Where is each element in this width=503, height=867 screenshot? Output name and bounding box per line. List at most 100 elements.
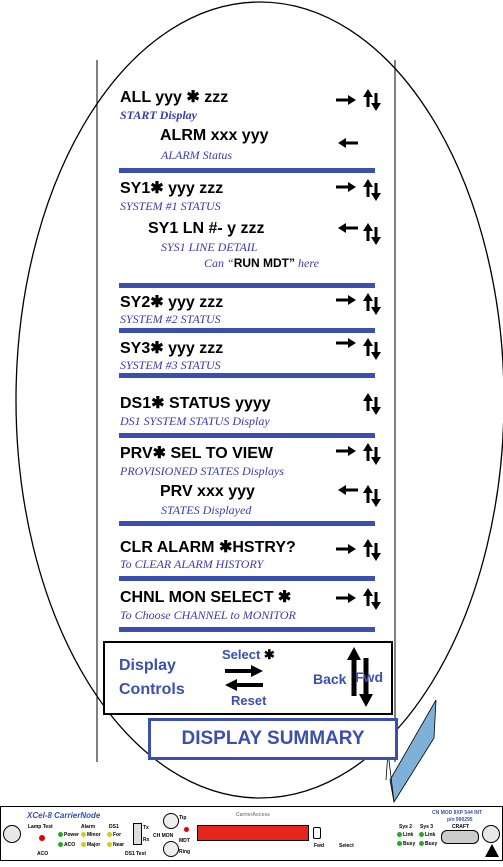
led-display — [197, 825, 309, 841]
row-all-subtitle: START Display — [120, 108, 198, 122]
tip-jack[interactable] — [163, 813, 179, 829]
far-led — [107, 832, 112, 837]
lamp-test-button[interactable] — [39, 835, 45, 841]
ds1-label: DS1 — [109, 824, 119, 830]
sys2-link-label: Link — [403, 832, 414, 838]
reset-label: Reset — [231, 693, 267, 708]
up-down-icon — [361, 391, 383, 417]
up-down-icon — [361, 586, 383, 612]
craft-port[interactable] — [441, 830, 479, 844]
up-down-icon — [361, 177, 383, 203]
separator — [119, 576, 375, 581]
row-sy3-subtitle: SYSTEM #3 STATUS — [120, 358, 221, 372]
alarm-label: Alarm — [81, 824, 96, 830]
row-sy2-subtitle: SYSTEM #2 STATUS — [120, 312, 221, 326]
ring-label: Ring — [179, 849, 191, 855]
tx-label: Tx — [143, 825, 149, 831]
ds1-test-switch[interactable] — [133, 823, 142, 845]
rx-label: Rx — [143, 837, 150, 843]
row-sy1-line-subtitle: SYS1 LINE DETAIL — [161, 240, 258, 254]
aco-led — [58, 842, 63, 847]
right-arrow-icon — [334, 293, 358, 307]
separator — [119, 521, 375, 526]
card-faceplate: XCel-8 CarrierNode Lamp Test ACO Power A… — [0, 806, 503, 861]
card-title: XCel-8 CarrierNode — [27, 811, 101, 820]
row-sy1-line-title: SY1 LN #- y zzz — [148, 220, 265, 237]
sys3-busy-led — [419, 841, 424, 846]
select-reset-arrows-icon — [225, 665, 263, 691]
select-button-label: Select — [339, 843, 354, 849]
row-sy2-title: SY2✱ yyy zzz — [120, 294, 224, 311]
craft-label: CRAFT — [452, 824, 469, 830]
mdt-led — [184, 827, 189, 832]
minor-led — [81, 832, 86, 837]
up-down-icon — [361, 336, 383, 362]
row-prv-title: PRV✱ SEL TO VIEW — [120, 445, 273, 462]
controls-label: Controls — [119, 681, 185, 698]
near-led — [107, 842, 112, 847]
up-down-icon — [361, 87, 383, 113]
sys3-busy-label: Busy — [425, 841, 438, 847]
far-label: For — [113, 832, 122, 838]
arrows-column — [334, 87, 383, 612]
left-arrow-icon — [336, 136, 360, 150]
display-controls-box: Display Controls Select ✱ Reset Back Fwd — [103, 641, 393, 715]
row-clr-subtitle: To CLEAR ALARM HISTORY — [120, 557, 264, 571]
sys2-label: Sys 2 — [399, 824, 413, 830]
up-down-icon — [361, 221, 383, 247]
row-alrm-subtitle: ALARM Status — [161, 148, 232, 162]
ds1-test-label: DS1 Test — [125, 851, 147, 857]
aco-label: ACO — [37, 851, 49, 857]
row-sy3-title: SY3✱ yyy zzz — [120, 340, 224, 357]
row-sy1-title: SY1✱ yyy zzz — [120, 180, 224, 197]
left-arrow-icon — [336, 221, 360, 235]
right-arrow-icon — [334, 180, 358, 194]
brand-label: CarrierAccess — [236, 812, 270, 818]
select-label: Select ✱ — [222, 647, 275, 662]
fwd-button-label: Fwd — [314, 843, 324, 849]
sys3-label: Sys 3 — [420, 824, 434, 830]
separator — [119, 433, 375, 438]
screw-icon — [3, 825, 21, 843]
display-summary-label: DISPLAY SUMMARY — [181, 728, 365, 749]
mdt-hint: Can “RUN MDT” here — [204, 256, 319, 271]
separator — [119, 373, 375, 378]
select-text: Select — [222, 647, 261, 662]
sys2-link-led — [397, 832, 402, 837]
row-prv-states-title: PRV xxx yyy — [160, 483, 255, 500]
screw-icon — [482, 825, 500, 843]
module-label: CN MOD 8XP 544 INT — [432, 810, 483, 816]
sys2-busy-label: Busy — [403, 841, 416, 847]
sys3-link-led — [419, 832, 424, 837]
row-prv-states-subtitle: STATES Displayed — [161, 503, 252, 517]
aco-led-label: ACO — [64, 842, 76, 848]
separator — [119, 283, 375, 288]
near-label: Near — [113, 842, 125, 848]
mdt-label: MDT — [179, 838, 190, 844]
row-prv-subtitle: PROVISIONED STATES Displays — [120, 464, 284, 478]
up-down-icon — [361, 537, 383, 563]
back-fwd-arrows-icon — [347, 647, 373, 707]
up-down-icon — [361, 291, 383, 317]
left-arrow-icon — [336, 483, 360, 497]
right-arrow-icon — [334, 444, 358, 458]
sys3-link-label: Link — [425, 832, 436, 838]
separator — [119, 627, 375, 632]
ring-jack[interactable] — [163, 841, 179, 857]
part-number-label: p/n 990295 — [447, 817, 473, 823]
esd-warning-icon — [485, 844, 499, 857]
major-label: Major — [87, 842, 101, 848]
lamp-test-label: Lamp Test — [28, 824, 53, 830]
row-chnl-title: CHNL MON SELECT ✱ — [120, 589, 292, 606]
mdt-hint-pre: Can “ — [204, 256, 234, 270]
mdt-hint-post: here — [295, 256, 319, 270]
row-clr-title: CLR ALARM ✱HSTRY? — [120, 539, 296, 556]
major-led — [81, 842, 86, 847]
right-arrow-icon — [334, 542, 358, 556]
row-chnl-subtitle: To Choose CHANNEL to MONITOR — [120, 608, 296, 622]
mdt-hint-bold: RUN MDT” — [233, 256, 296, 270]
minor-label: Minor — [87, 832, 101, 838]
fwd-button[interactable] — [313, 827, 321, 839]
power-label: Power — [64, 832, 80, 838]
